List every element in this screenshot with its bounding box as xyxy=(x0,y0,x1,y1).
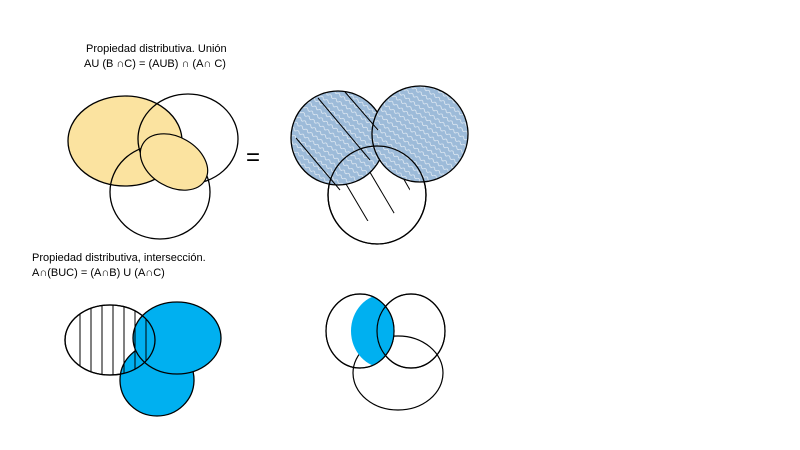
set-c-circle xyxy=(352,335,444,411)
venn-intersection-right xyxy=(325,293,446,411)
venn-union-left xyxy=(67,93,239,240)
union-formula: AU (B ∩C) = (AUB) ∩ (A∩ C) xyxy=(84,58,226,70)
intersection-title: Propiedad distributiva, intersección. xyxy=(32,252,206,264)
a-hatch xyxy=(295,91,379,191)
set-b-circle xyxy=(132,301,222,375)
set-a-circle xyxy=(290,90,386,186)
set-b-circle xyxy=(371,85,469,183)
venn-intersection-left xyxy=(64,301,222,417)
equals-sign: = xyxy=(246,144,261,171)
a-vertical-hatch xyxy=(79,305,147,375)
venn-union-right xyxy=(290,85,469,245)
b-intersect-c-region xyxy=(139,133,209,191)
union-title: Propiedad distributiva. Unión xyxy=(86,43,227,55)
intersection-formula: A∩(BUC) = (A∩B) U (A∩C) xyxy=(32,267,165,279)
shaded-intersection-region xyxy=(351,294,394,368)
